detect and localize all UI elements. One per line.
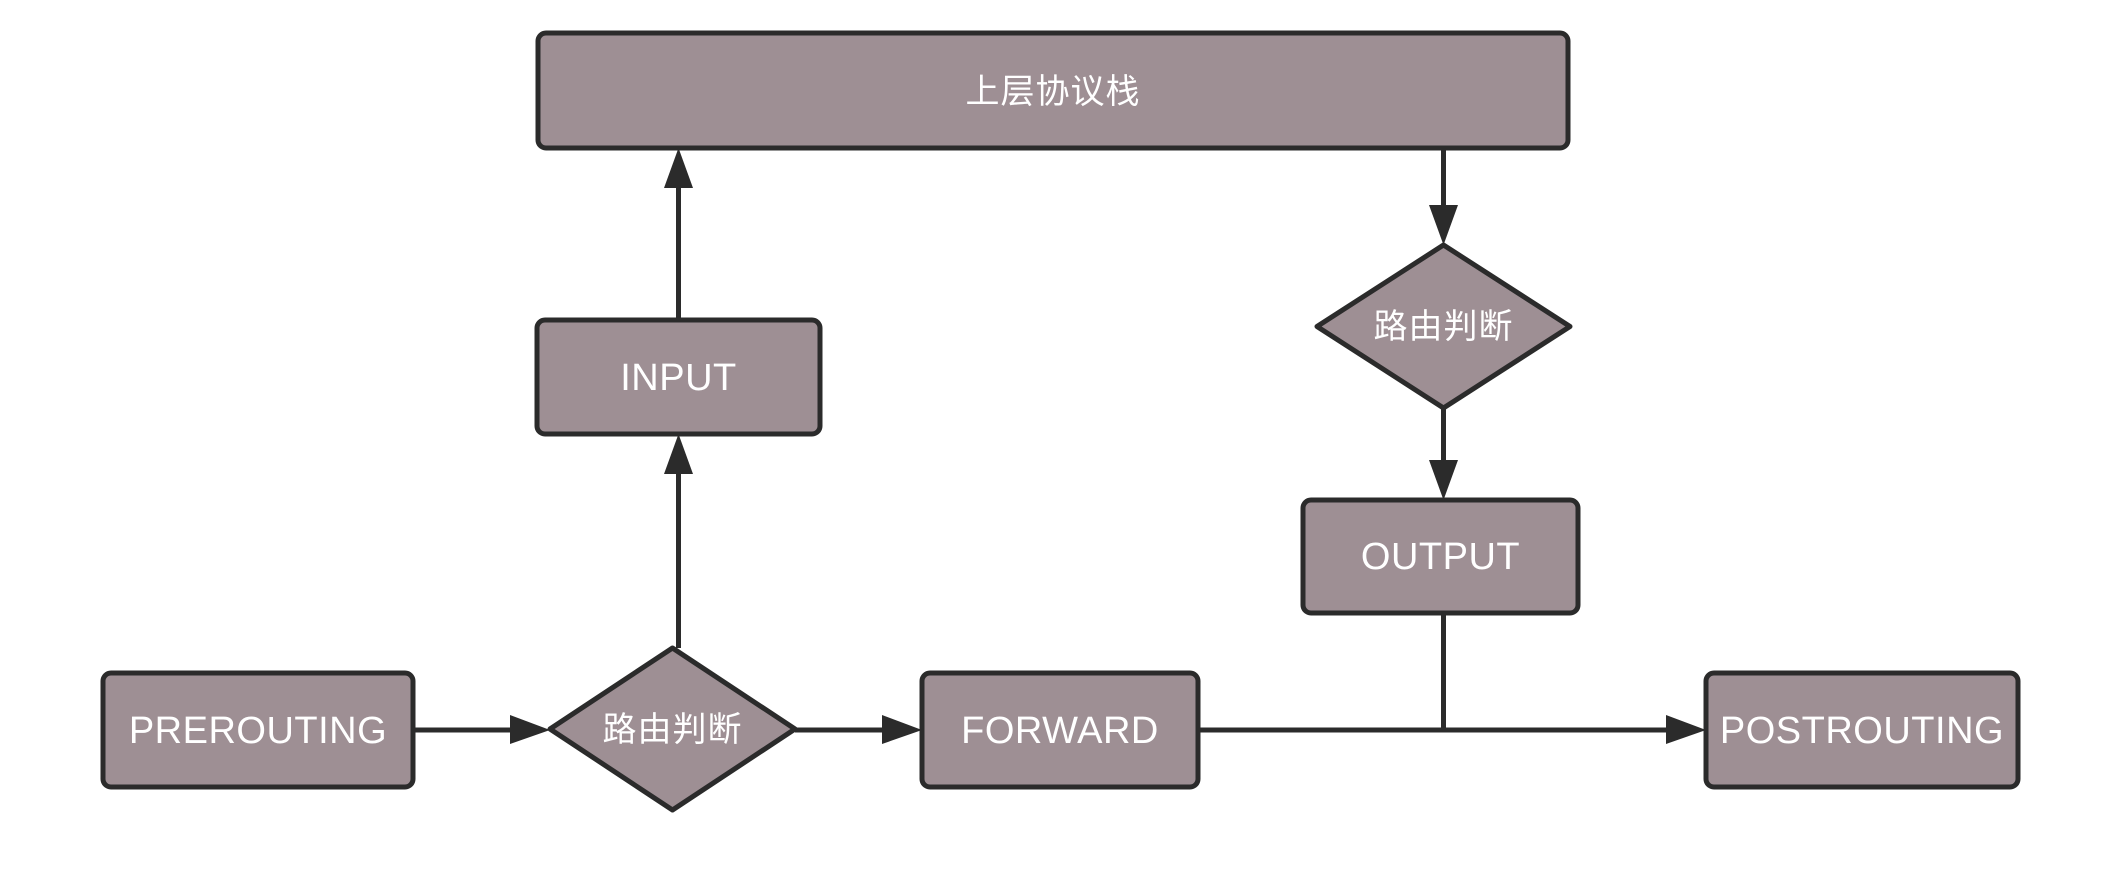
node-routing-decision-top[interactable]: 路由判断 (1314, 242, 1573, 411)
node-postrouting[interactable]: POSTROUTING (1703, 670, 2021, 790)
arrowhead-icon (1666, 715, 1706, 744)
node-routing-decision-bottom-shape[interactable] (547, 645, 798, 813)
node-input[interactable]: INPUT (534, 317, 823, 437)
node-upper-stack-label: 上层协议栈 (966, 72, 1141, 112)
edge-upper-stack-to-routing-top (1429, 148, 1458, 245)
node-prerouting-shape[interactable] (100, 670, 416, 790)
node-upper-stack-shape[interactable] (535, 30, 1571, 151)
edge-prerouting-to-routing-bottom (413, 715, 550, 744)
node-prerouting[interactable]: PREROUTING (100, 670, 416, 790)
node-forward-label: FORWARD (961, 710, 1159, 752)
arrowhead-icon (664, 434, 693, 474)
edge-routing-bottom-to-forward (795, 715, 922, 744)
edge-layer (413, 148, 1706, 744)
edge-input-to-upper-stack (664, 148, 693, 320)
node-output-shape[interactable] (1300, 497, 1581, 616)
edge-routing-top-to-output (1429, 408, 1458, 500)
node-postrouting-label: POSTROUTING (1720, 710, 2004, 752)
node-forward[interactable]: FORWARD (919, 670, 1201, 790)
node-routing-decision-top-label: 路由判断 (1374, 307, 1514, 347)
node-input-label: INPUT (620, 357, 737, 399)
node-routing-decision-top-shape[interactable] (1314, 242, 1573, 411)
arrowhead-icon (1429, 205, 1458, 245)
node-postrouting-shape[interactable] (1703, 670, 2021, 790)
node-forward-shape[interactable] (919, 670, 1201, 790)
node-input-shape[interactable] (534, 317, 823, 437)
arrowhead-icon (1429, 460, 1458, 500)
edge-forward-to-postrouting (1198, 715, 1706, 744)
node-upper-stack[interactable]: 上层协议栈 (535, 30, 1571, 151)
arrowhead-icon (882, 715, 922, 744)
node-routing-decision-bottom[interactable]: 路由判断 (547, 645, 798, 813)
node-output-label: OUTPUT (1361, 536, 1520, 578)
node-output[interactable]: OUTPUT (1300, 497, 1581, 616)
node-layer: 上层协议栈 INPUT 路由判断 OUTPUT PREROUTING 路由判断 (100, 30, 2021, 813)
node-prerouting-label: PREROUTING (129, 710, 387, 752)
arrowhead-icon (664, 148, 693, 188)
node-routing-decision-bottom-label: 路由判断 (603, 710, 743, 750)
edge-routing-bottom-to-input (664, 434, 693, 648)
arrowhead-icon (510, 715, 550, 744)
